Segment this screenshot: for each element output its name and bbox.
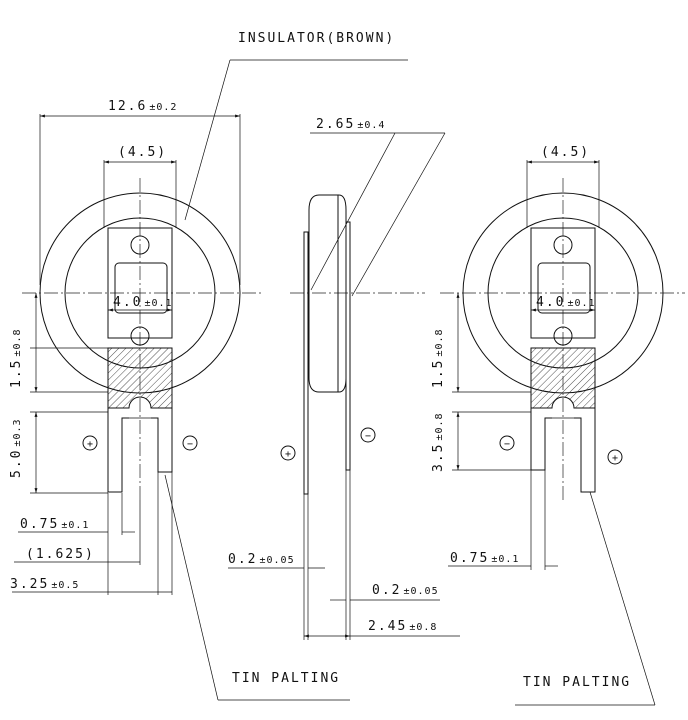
side-minus-symbol: − bbox=[360, 427, 376, 443]
insulator-callout: INSULATOR(BROWN) bbox=[184, 31, 408, 221]
dim-lead-width-right: 0.75±0.1 bbox=[450, 551, 519, 566]
svg-text:+: + bbox=[87, 439, 93, 450]
dim-lead-right: 3.5±0.8 bbox=[431, 412, 446, 472]
svg-text:−: − bbox=[365, 431, 371, 442]
right-plus-symbol: + bbox=[607, 449, 623, 465]
side-plus-symbol: + bbox=[280, 445, 296, 461]
svg-text:+: + bbox=[285, 449, 291, 460]
left-view: + − 12.6±0.2 (4.5) 4.0±0.1 1.5±0.8 bbox=[9, 99, 350, 701]
tin-plating-label-right: TIN PALTING bbox=[523, 675, 631, 690]
svg-text:−: − bbox=[504, 439, 510, 450]
dim-hole-pitch-right: 4.0±0.1 bbox=[536, 295, 596, 310]
dim-lead-left: 5.0±0.3 bbox=[9, 418, 24, 478]
dim-tab-width-left: (4.5) bbox=[118, 145, 167, 160]
dim-outer-diameter: 12.6±0.2 bbox=[108, 99, 177, 114]
insulator-label: INSULATOR(BROWN) bbox=[238, 31, 395, 46]
left-plus-symbol: + bbox=[82, 435, 98, 451]
side-view: + − 2.65±0.4 0.2±0.05 0.2±0.05 bbox=[228, 117, 460, 640]
svg-text:−: − bbox=[187, 439, 193, 450]
left-minus-symbol: − bbox=[182, 435, 198, 451]
tin-plating-label-left: TIN PALTING bbox=[232, 671, 340, 686]
right-minus-symbol: − bbox=[499, 435, 515, 451]
svg-text:+: + bbox=[612, 453, 618, 464]
dim-side-span: 2.45±0.8 bbox=[368, 619, 437, 634]
dim-lead-width-left: 0.75±0.1 bbox=[20, 517, 89, 532]
dim-hole-pitch-left: 4.0±0.1 bbox=[113, 295, 173, 310]
dim-tab-width-right: (4.5) bbox=[541, 145, 590, 160]
dim-thickness-top: 2.65±0.4 bbox=[316, 117, 385, 132]
dim-shoulder-left: 1.5±0.8 bbox=[9, 328, 24, 388]
dim-shoulder-right: 1.5±0.8 bbox=[431, 328, 446, 388]
dim-lead-pitch-ref: (1.625) bbox=[26, 547, 95, 562]
dim-tab-thick-b: 0.2±0.05 bbox=[372, 583, 439, 598]
dim-lead-pitch: 3.25±0.5 bbox=[10, 577, 79, 592]
dim-tab-thick-a: 0.2±0.05 bbox=[228, 552, 295, 567]
right-view: − + (4.5) 4.0±0.1 1.5±0.8 3.5±0.8 bbox=[431, 145, 685, 706]
